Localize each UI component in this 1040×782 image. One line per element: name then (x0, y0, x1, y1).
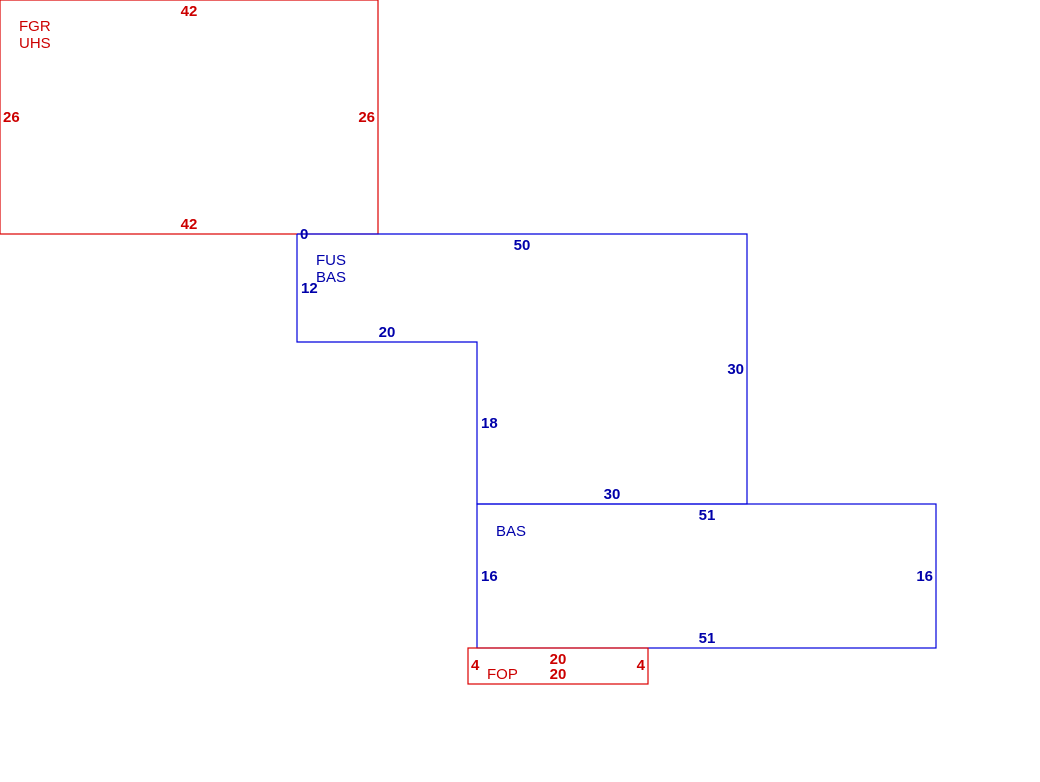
porch-dim-top: 20 (550, 651, 567, 668)
porch-dim-right: 4 (637, 657, 646, 674)
main-outline (296, 233, 748, 505)
porch-area[interactable]: FOP 20 20 4 4 (467, 647, 649, 685)
base-dim-top: 51 (699, 507, 716, 524)
main-dim-step-top: 20 (379, 324, 396, 341)
garage-dim-right: 26 (358, 109, 375, 126)
base-area[interactable]: BAS 51 51 16 16 (476, 503, 937, 649)
base-dim-bottom: 51 (699, 630, 716, 647)
base-code-1: BAS (496, 523, 526, 540)
base-dim-right: 16 (916, 568, 933, 585)
porch-code-1: FOP (487, 666, 518, 683)
porch-dim-bottom: 20 (550, 666, 567, 683)
main-area[interactable]: FUS BAS 0 50 12 20 18 30 30 (296, 226, 748, 505)
garage-code-2: UHS (19, 35, 51, 52)
main-code-1: FUS (316, 252, 346, 269)
main-dim-bottom: 30 (604, 486, 621, 503)
garage-outline (0, 0, 379, 235)
garage-area[interactable]: FGR UHS 42 42 26 26 (0, 0, 379, 235)
main-dim-left: 12 (301, 280, 318, 297)
porch-dim-left: 4 (471, 657, 480, 674)
main-dim-step-side: 18 (481, 415, 498, 432)
garage-dim-top: 42 (181, 3, 198, 20)
main-dim-right: 30 (727, 361, 744, 378)
base-dim-left: 16 (481, 568, 498, 585)
main-code-2: BAS (316, 269, 346, 286)
garage-dim-left: 26 (3, 109, 20, 126)
main-dim-top: 50 (514, 237, 531, 254)
main-dim-origin: 0 (300, 226, 308, 243)
garage-code-1: FGR (19, 18, 51, 35)
garage-dim-bottom: 42 (181, 216, 198, 233)
porch-outline (467, 647, 649, 685)
base-outline (476, 503, 937, 649)
